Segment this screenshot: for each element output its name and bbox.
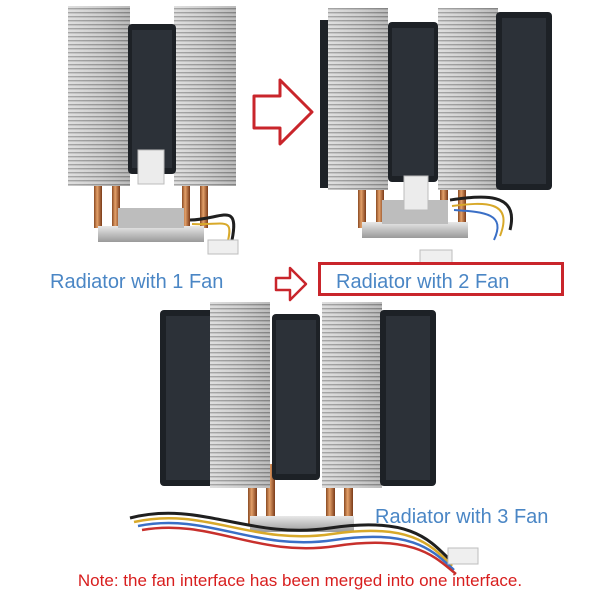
interface-note: Note: the fan interface has been merged … — [77, 571, 523, 590]
cooler-one-fan — [68, 6, 239, 255]
caption-two-fan: Radiator with 2 Fan — [336, 271, 510, 293]
cooler-three-fans — [129, 302, 479, 575]
caption-one-fan: Radiator with 1 Fan — [50, 271, 224, 293]
highlight-box — [318, 262, 564, 296]
cooler-two-fans — [320, 8, 552, 265]
arrow-right-small-icon — [274, 266, 308, 302]
caption-three-fan: Radiator with 3 Fan — [375, 506, 549, 528]
arrow-right-large-icon — [252, 78, 314, 146]
